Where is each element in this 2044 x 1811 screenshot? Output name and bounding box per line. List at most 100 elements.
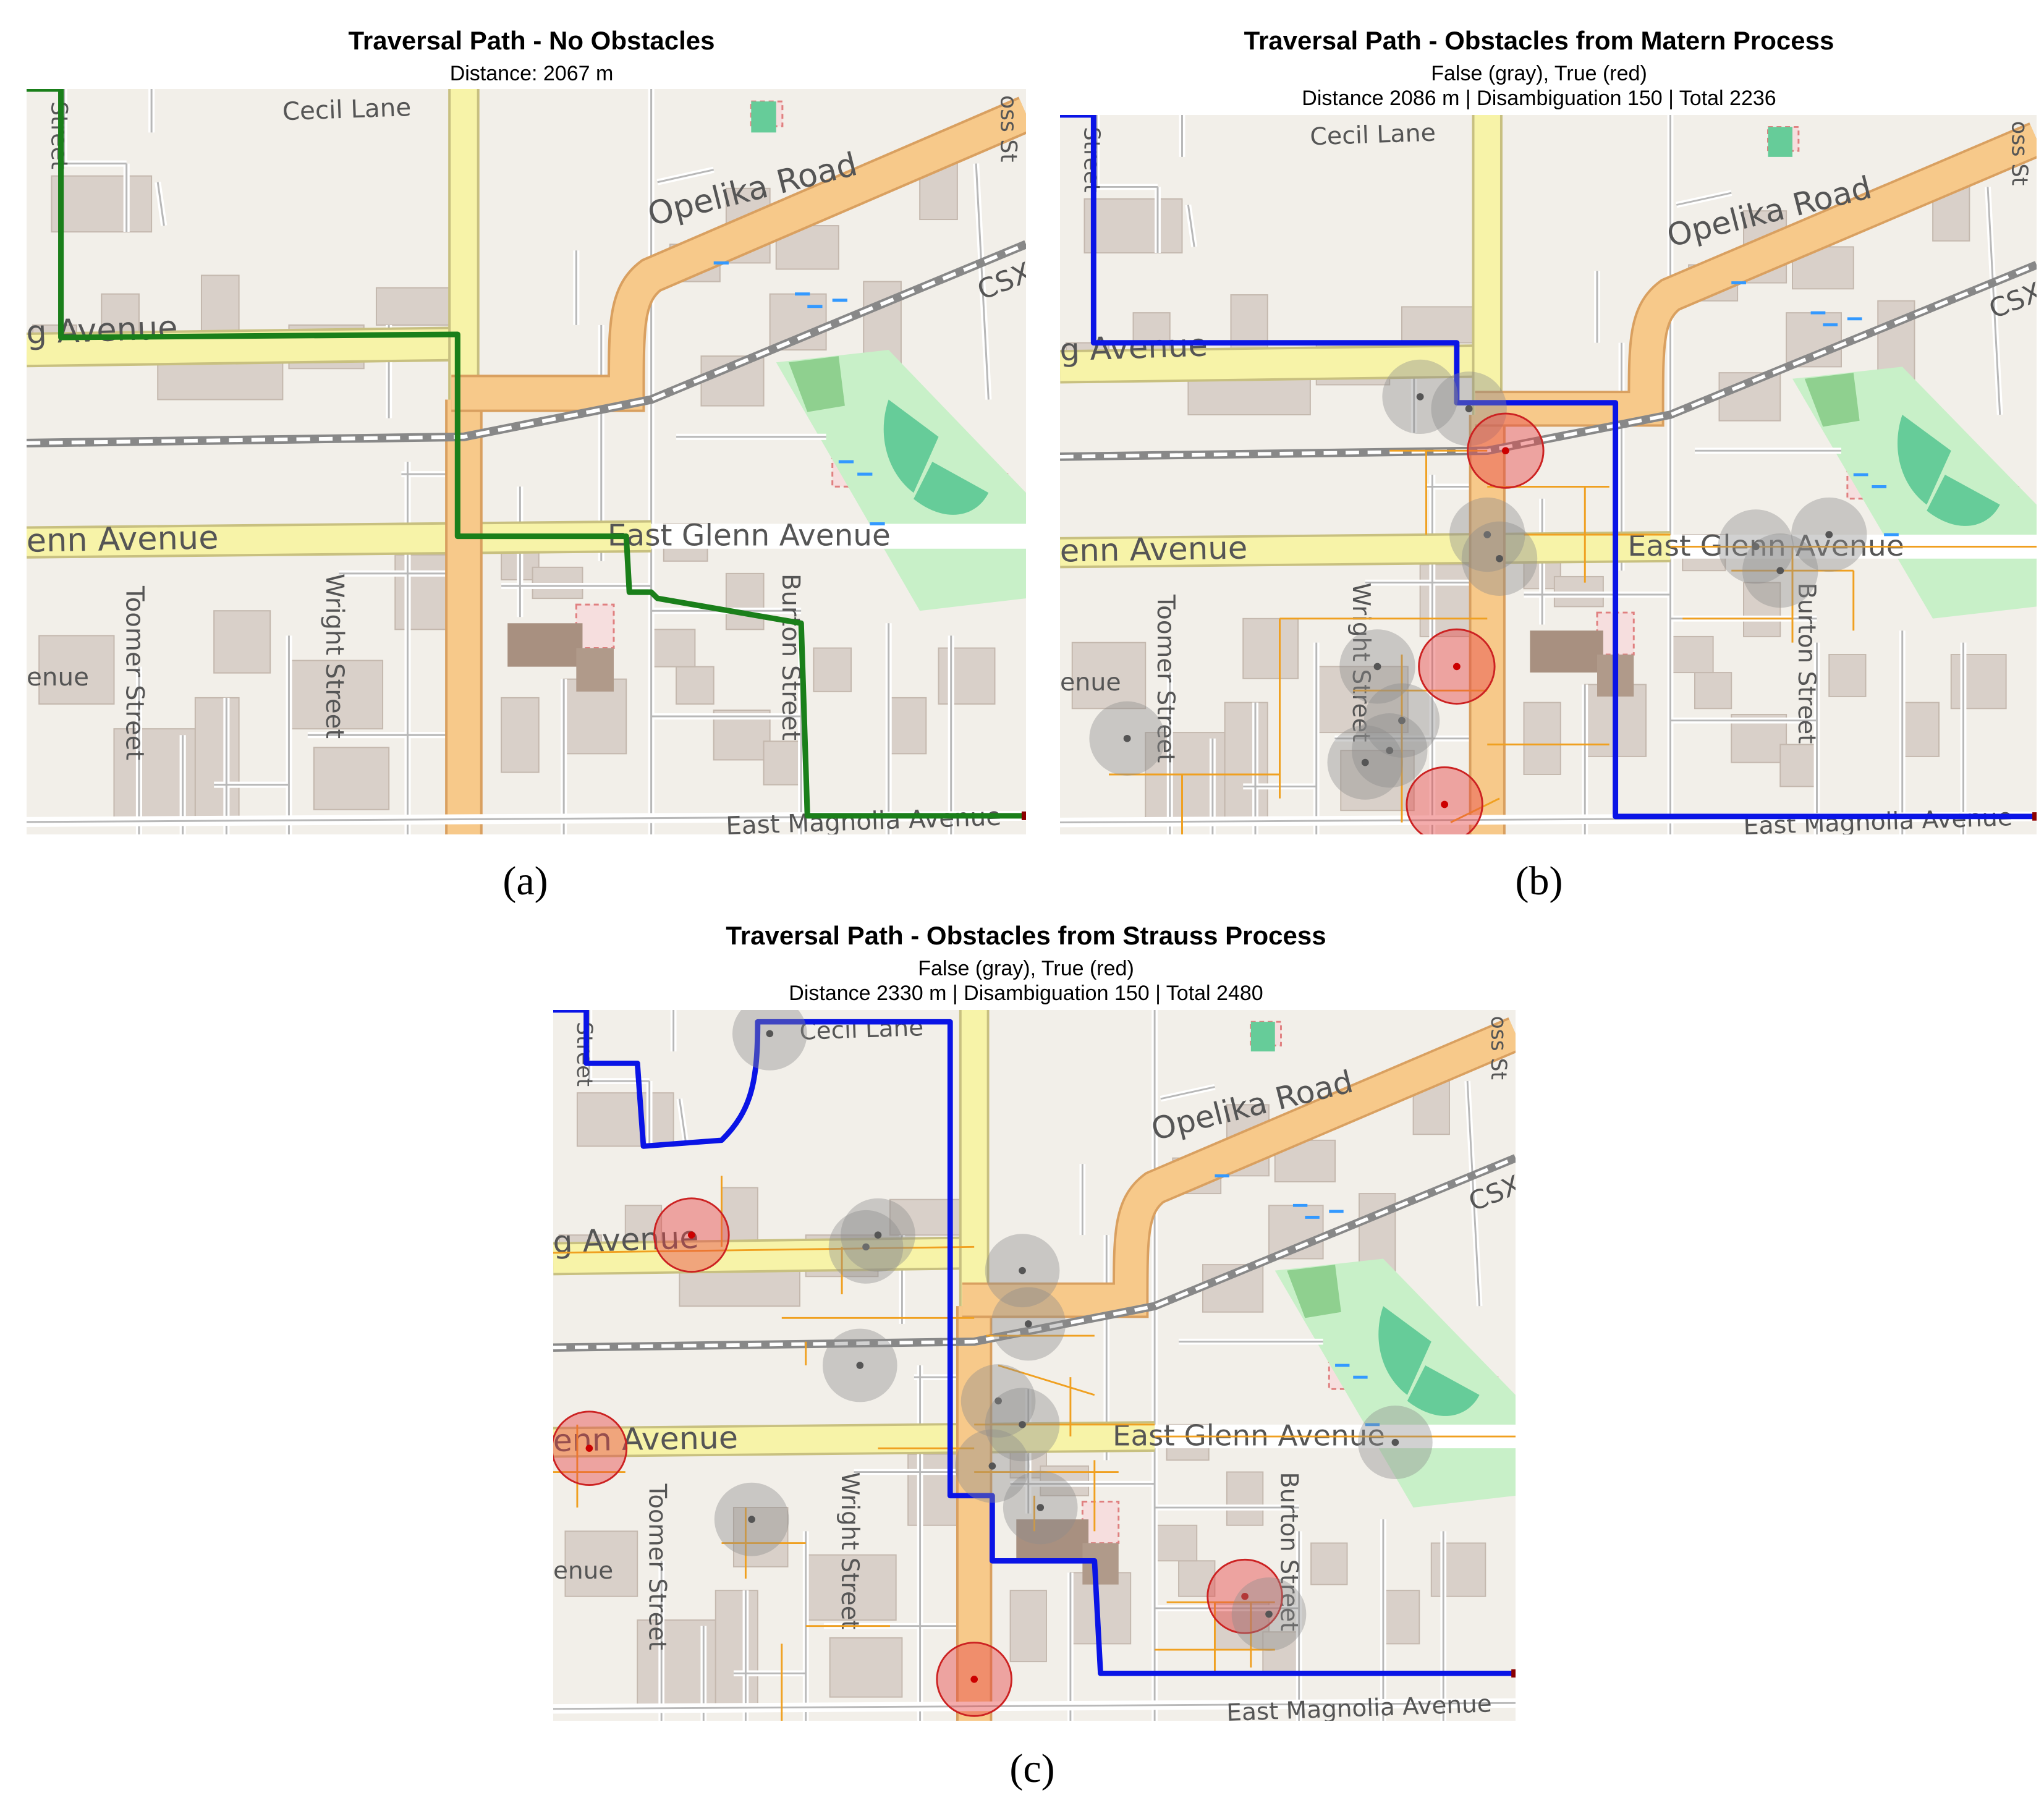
label-wright-street: Wright Street [320, 574, 349, 739]
panel-label: (c) [1009, 1746, 1055, 1791]
panel-subtitle: False (gray), True (red) [918, 957, 1134, 980]
obstacle-false-center [1776, 567, 1784, 575]
building [1242, 617, 1299, 679]
panel-subtitle-line-2: Distance 2086 m | Disambiguation 150 | T… [1302, 87, 1776, 110]
building [1154, 1524, 1198, 1562]
obstacle-false-center [1019, 1421, 1026, 1428]
building [394, 554, 452, 630]
building-dark [1016, 1519, 1089, 1561]
building [1523, 702, 1561, 775]
minor-street [1987, 187, 2001, 415]
panel-label: (b) [1515, 859, 1563, 904]
minor-street [156, 182, 165, 226]
building [763, 740, 802, 786]
label-cecil-lane: Cecil Lane [282, 93, 412, 126]
building [805, 1554, 897, 1621]
park-wood [788, 356, 845, 412]
minor-street [975, 163, 990, 400]
building [938, 647, 996, 705]
major-road [451, 99, 1026, 410]
panel-label: (a) [503, 859, 548, 904]
sidewalk-network-segment [998, 1364, 1095, 1396]
label-glenn-avenue-west: enn Avenue [27, 519, 219, 559]
park-pond [1378, 1306, 1431, 1395]
panel-c: Traversal Path - Obstacles from Strauss … [525, 909, 1527, 1811]
building-dark [576, 648, 614, 692]
green-square [1250, 1022, 1275, 1052]
building [313, 747, 390, 810]
minor-street [1466, 1080, 1481, 1307]
building [732, 1507, 789, 1567]
railway [1060, 261, 2037, 461]
park-wood [1804, 373, 1860, 427]
major-road [1475, 124, 2037, 425]
building [1950, 654, 2007, 710]
obstacle-true-center [1452, 663, 1461, 671]
label-glenn-avenue-west: enn Avenue [553, 1419, 738, 1459]
obstacle-false-center [994, 1397, 1002, 1405]
obstacle-false [732, 1010, 807, 1071]
obstacle-false-center [766, 1030, 774, 1038]
destination-marker [1511, 1669, 1516, 1678]
obstacle-true [1406, 766, 1483, 834]
obstacle-true-center [970, 1676, 978, 1683]
major-road [962, 1019, 1516, 1316]
park-pond [914, 462, 989, 515]
label-wright-street: Wright Street [1347, 583, 1375, 742]
building [288, 660, 384, 730]
label-wright-street: Wright Street [836, 1472, 863, 1630]
obstacle-true-center [1441, 800, 1449, 808]
green-square [751, 101, 776, 133]
park-pond [883, 399, 939, 493]
building [1310, 1542, 1348, 1585]
traversal-path [553, 1010, 1516, 1676]
building [721, 1187, 758, 1242]
park-pond [1927, 475, 2000, 526]
panel-title: Traversal Path - Obstacles from Matern P… [1244, 26, 1834, 55]
secondary-road [553, 1238, 986, 1273]
building [576, 1092, 674, 1147]
building [888, 697, 927, 755]
building [38, 635, 115, 705]
sidewalk-network-segment [1450, 797, 1500, 823]
obstacle-false-center [1019, 1266, 1026, 1274]
railway [27, 240, 1026, 447]
label-enue: enue [1060, 669, 1121, 697]
obstacle-false-center [1825, 531, 1833, 538]
label-cecil-lane: Cecil Lane [1310, 119, 1436, 151]
panel-b: Traversal Path - Obstacles from Matern P… [1038, 0, 2044, 915]
building [1224, 702, 1268, 823]
building [1401, 306, 1476, 344]
railway [553, 1154, 1516, 1352]
obstacle-false-center [1465, 405, 1473, 413]
building-dark [1082, 1543, 1119, 1585]
building [1901, 702, 1940, 757]
obstacle-false-center [1398, 716, 1406, 724]
label-avenue: g Avenue [1060, 328, 1208, 369]
label-avenue: g Avenue [27, 309, 179, 352]
park-wood [1287, 1265, 1341, 1318]
obstacle-false-center [1361, 758, 1369, 766]
building [564, 1530, 638, 1597]
obstacle-false-center [862, 1243, 870, 1251]
destination-marker [1021, 811, 1026, 820]
traversal-path [1060, 115, 2037, 820]
green-square [1768, 127, 1792, 157]
label-enue: enue [27, 663, 89, 692]
street-edge [553, 1702, 1516, 1710]
secondary-road [553, 1423, 1155, 1456]
obstacle-false-center [1483, 531, 1491, 538]
minor-street [678, 1098, 687, 1141]
label-east-glenn-avenue: East Glenn Avenue [608, 519, 891, 553]
panel-subtitle: False (gray), True (red) [1431, 62, 1647, 85]
obstacle-false-center [856, 1362, 864, 1369]
building [907, 1453, 963, 1526]
label-toomer-street: Toomer Street [1151, 594, 1179, 763]
obstacle-false-center [1416, 393, 1424, 401]
obstacle-true-center [585, 1444, 593, 1452]
label-enue: enue [553, 1557, 613, 1585]
label-cecil-lane: Cecil Lane [799, 1014, 924, 1046]
